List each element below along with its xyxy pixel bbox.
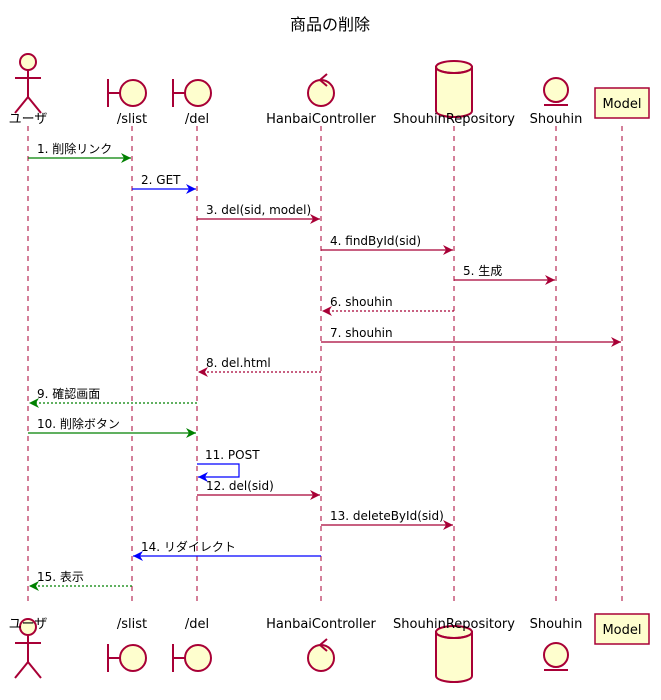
participant-repo-top: ShouhinRepository <box>393 60 515 127</box>
message-10: 10. 削除ボタン <box>28 416 196 438</box>
message-14: 14. リダイレクト <box>133 539 321 561</box>
control-icon <box>307 73 335 107</box>
participant-slist-top: /slist <box>107 79 147 127</box>
participant-label: /slist <box>117 617 147 632</box>
message-label: 10. 削除ボタン <box>37 416 120 431</box>
message-3: 3. del(sid, model) <box>197 203 320 224</box>
participant-label: HanbaiController <box>266 617 376 632</box>
participant-label: Model <box>602 623 641 638</box>
message-label: 15. 表示 <box>37 570 84 584</box>
database-icon <box>435 60 473 118</box>
entity-icon <box>543 642 569 671</box>
boundary-icon <box>107 644 147 672</box>
message-7: 7. shouhin <box>321 326 621 347</box>
participant-label: /slist <box>117 112 147 127</box>
participant-del-top: /del <box>172 79 212 127</box>
participant-label: HanbaiController <box>266 112 376 127</box>
message-arrow <box>197 463 240 482</box>
participant-label: /del <box>185 112 209 127</box>
message-1: 1. 削除リンク <box>28 141 131 163</box>
participant-model-bottom: Model <box>594 613 650 645</box>
participant-user-bottom: ユーザ <box>9 617 48 679</box>
lifelines <box>27 126 623 604</box>
message-12: 12. del(sid) <box>197 479 320 500</box>
message-label: 1. 削除リンク <box>37 141 112 156</box>
participant-repo-bottom: ShouhinRepository <box>393 617 515 683</box>
message-9: 9. 確認画面 <box>29 386 197 408</box>
participant-hanbai-bottom: HanbaiController <box>266 617 377 672</box>
participant-model-top: Model <box>594 87 650 119</box>
actor-icon <box>14 53 42 114</box>
message-label: 2. GET <box>141 173 181 187</box>
message-13: 13. deleteById(sid) <box>321 509 453 530</box>
participant-user-top: ユーザ <box>9 53 48 127</box>
messages: 1. 削除リンク 2. GET 3. del(sid, model) 4. findB… <box>28 141 621 591</box>
participant-shouhin-bottom: Shouhin <box>530 617 583 671</box>
participant-del-bottom: /del <box>172 617 212 672</box>
participant-box <box>594 87 650 119</box>
participant-shouhin-top: Shouhin <box>530 77 583 127</box>
participant-label: ShouhinRepository <box>393 112 515 127</box>
participant-label: ユーザ <box>9 617 48 632</box>
actor-icon <box>14 618 42 679</box>
diagram-title: 商品の削除 <box>290 15 370 34</box>
message-11: 11. POST <box>197 448 260 482</box>
message-6: 6. shouhin <box>322 295 454 316</box>
participant-label: Model <box>602 97 641 112</box>
control-icon <box>307 638 335 672</box>
message-label: 13. deleteById(sid) <box>330 509 444 523</box>
message-8: 8. del.html <box>198 356 321 377</box>
message-label: 12. del(sid) <box>206 479 274 493</box>
participant-box <box>594 613 650 645</box>
entity-icon <box>543 77 569 106</box>
boundary-icon <box>172 644 212 672</box>
boundary-icon <box>107 79 147 107</box>
participant-label: Shouhin <box>530 112 583 127</box>
message-label: 9. 確認画面 <box>37 386 100 401</box>
participant-slist-bottom: /slist <box>107 617 147 672</box>
message-2: 2. GET <box>132 173 196 194</box>
message-label: 7. shouhin <box>330 326 393 340</box>
message-4: 4. findById(sid) <box>321 234 453 255</box>
message-label: 6. shouhin <box>330 295 393 309</box>
message-label: 8. del.html <box>206 356 271 370</box>
message-15: 15. 表示 <box>29 570 132 591</box>
boundary-icon <box>172 79 212 107</box>
participant-hanbai-top: HanbaiController <box>266 73 377 127</box>
message-label: 14. リダイレクト <box>141 539 236 554</box>
message-label: 4. findById(sid) <box>330 234 421 248</box>
participant-label: ShouhinRepository <box>393 617 515 632</box>
message-label: 11. POST <box>205 448 260 462</box>
message-5: 5. 生成 <box>454 264 555 285</box>
participant-heads: ユーザユーザ/slist/slist/del/delHanbaiControll… <box>9 53 650 683</box>
participant-label: /del <box>185 617 209 632</box>
participant-label: Shouhin <box>530 617 583 632</box>
participant-label: ユーザ <box>9 112 48 127</box>
message-label: 3. del(sid, model) <box>206 203 311 217</box>
database-icon <box>435 625 473 683</box>
message-label: 5. 生成 <box>463 264 502 278</box>
